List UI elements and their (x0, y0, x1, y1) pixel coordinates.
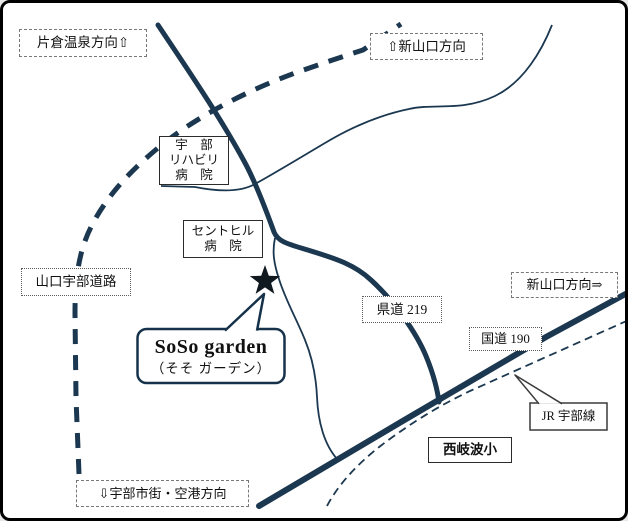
map-canvas (72, 21, 625, 509)
sign-katakura-onsen-label: 片倉温泉方向⇧ (36, 35, 130, 51)
soso-callout-tail (224, 292, 266, 332)
landmark-nishikiwa-elementary-text: 西岐波小 (443, 442, 497, 458)
senthill-line2: 病 院 (204, 239, 242, 253)
sign-ube-city-airport-label: ⇩宇部市街・空港方向 (98, 485, 227, 501)
road-soso-thin-path (272, 237, 339, 461)
sign-shin-yamaguchi-right: 新山口方向⇒ (511, 272, 618, 298)
sign-shin-yamaguchi-top-label: ⇧新山口方向 (387, 38, 466, 54)
sign-shin-yamaguchi-right-label: 新山口方向⇒ (526, 277, 603, 293)
railway-jr-ube-path (326, 320, 625, 507)
ube-rehab-line1: 宇 部 (175, 138, 213, 153)
jr-callout-tail (514, 374, 563, 405)
landmark-nishikiwa-elementary: 西岐波小 (428, 437, 512, 463)
road-label-kokudo-190-text: 国道 190 (481, 331, 530, 347)
road-kendo219-path (155, 22, 442, 405)
ube-rehab-line3: 病 院 (175, 167, 213, 182)
road-label-kokudo-190: 国道 190 (469, 327, 542, 351)
jr-callout-box (529, 402, 608, 431)
road-label-yamaguchi-ube: 山口宇部道路 (21, 268, 131, 296)
landmark-ube-rehab-hospital: 宇 部 リハビリ 病 院 (159, 136, 229, 185)
road-kokudo190-path (256, 290, 625, 509)
sign-katakura-onsen: 片倉温泉方向⇧ (19, 29, 147, 57)
destination-star-icon (249, 265, 281, 294)
ube-rehab-line2: リハビリ (168, 153, 219, 168)
senthill-line1: セントヒル (191, 224, 255, 239)
road-label-jr-ube-line-text: JR 宇部線 (541, 409, 596, 424)
road-label-jr-ube-line: JR 宇部線 (530, 403, 607, 430)
destination-name: SoSo garden (154, 336, 268, 359)
road-label-yamaguchi-ube-text: 山口宇部道路 (35, 274, 117, 290)
landmark-senthill-hospital: セントヒル 病 院 (183, 220, 263, 258)
soso-callout-box (136, 327, 286, 385)
sign-shin-yamaguchi-top: ⇧新山口方向 (370, 33, 483, 60)
road-label-kendo-219-text: 県道 219 (376, 301, 428, 317)
road-label-kendo-219: 県道 219 (362, 296, 442, 323)
road-north-thin-path (160, 24, 553, 192)
destination-callout: SoSo garden （そそ ガーデン） (137, 329, 285, 384)
destination-kana: （そそ ガーデン） (150, 360, 272, 376)
sign-ube-city-airport: ⇩宇部市街・空港方向 (76, 480, 249, 507)
